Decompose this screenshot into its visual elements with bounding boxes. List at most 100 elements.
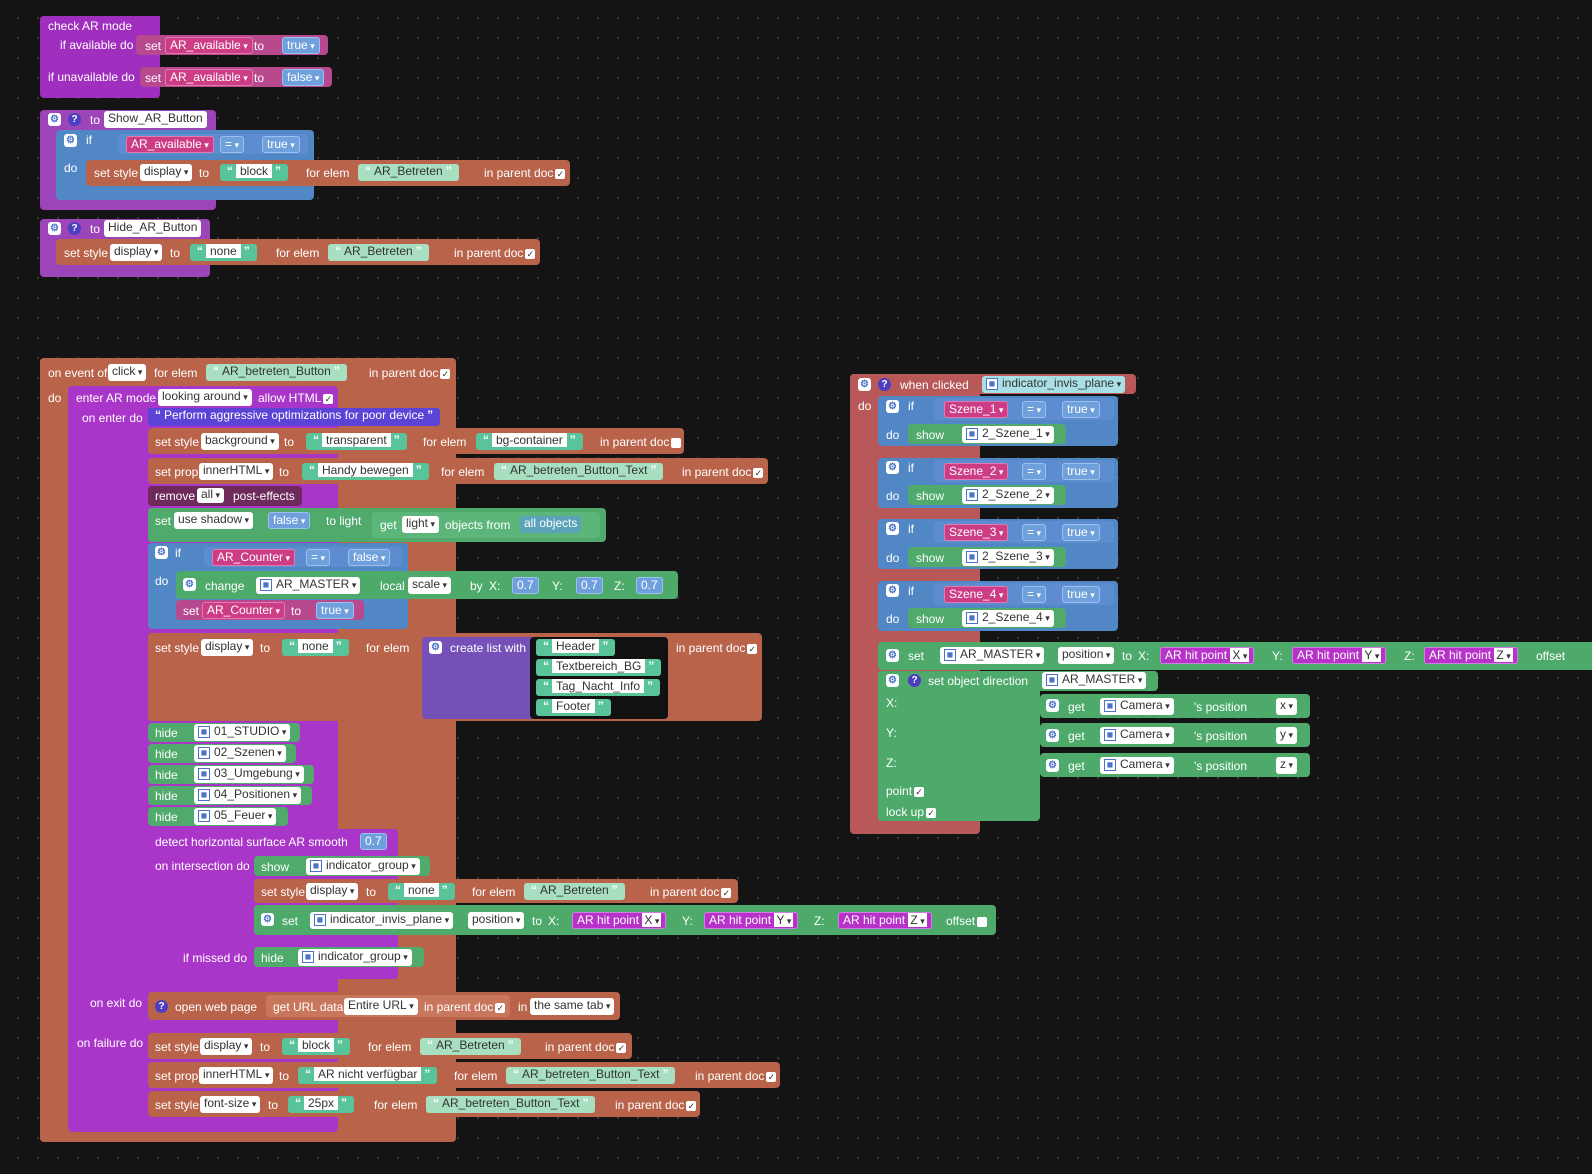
gear-icon[interactable]: ⚙ (155, 546, 168, 559)
string-block[interactable]: “AR_Betreten” (328, 244, 429, 261)
axis-dropdown[interactable]: x (1276, 698, 1298, 715)
lockup-checkbox[interactable]: lock up✓ (886, 805, 937, 819)
gear-icon[interactable]: ⚙ (858, 378, 871, 391)
object-dropdown[interactable]: ◼AR_MASTER (940, 647, 1045, 664)
ar-available-var[interactable]: AR_available (165, 69, 253, 86)
camera-dropdown[interactable]: ◼Camera (1100, 698, 1174, 715)
all-objects-block[interactable]: all objects (520, 516, 582, 533)
hit-point-y[interactable]: AR hit point Y (704, 912, 799, 929)
display-prop[interactable]: display (306, 883, 359, 900)
group-dropdown[interactable]: ◼2_Szene_3 (962, 549, 1054, 566)
prop-dropdown[interactable]: innerHTML (199, 1067, 274, 1084)
help-icon[interactable]: ? (68, 113, 81, 126)
display-prop[interactable]: display (201, 639, 254, 656)
ar-counter-var[interactable]: AR_Counter (202, 602, 286, 619)
string-block[interactable]: “AR_Betreten” (358, 164, 459, 181)
help-icon[interactable]: ? (908, 674, 921, 687)
true-value[interactable]: true (1062, 586, 1100, 603)
group-dropdown[interactable]: ◼2_Szene_2 (962, 487, 1054, 504)
display-prop[interactable]: display (200, 1038, 253, 1055)
scene-var[interactable]: Szene_3 (944, 524, 1009, 541)
string-block[interactable]: “AR_Betreten” (420, 1038, 521, 1055)
gear-icon[interactable]: ⚙ (48, 113, 61, 126)
hit-point-x[interactable]: AR hit point X (572, 912, 667, 929)
true-value[interactable]: true (262, 136, 300, 153)
equals-op[interactable]: = (1022, 524, 1047, 541)
hit-point-z[interactable]: AR hit point Z (838, 912, 932, 929)
object-dropdown[interactable]: ◼AR_MASTER (256, 577, 361, 594)
target-dropdown[interactable]: the same tab (530, 998, 615, 1015)
string-block[interactable]: “AR nicht verfügbar” (298, 1067, 438, 1084)
event-type-dropdown[interactable]: click (108, 364, 147, 381)
string-block[interactable]: “25px” (288, 1096, 355, 1113)
help-icon[interactable]: ? (68, 222, 81, 235)
string-block[interactable]: “none” (282, 639, 349, 656)
true-value[interactable]: true (1062, 524, 1100, 541)
prop-dropdown[interactable]: background (201, 433, 279, 450)
string-block[interactable]: “none” (190, 244, 257, 261)
list-item[interactable]: “Header” (536, 639, 616, 656)
comment-block[interactable]: “Perform aggressive optimizations for po… (148, 408, 441, 426)
string-block[interactable]: “bg-container” (476, 433, 583, 450)
equals-op[interactable]: = (220, 136, 245, 153)
light-dropdown[interactable]: light (402, 516, 440, 533)
list-item[interactable]: “Textbereich_BG” (536, 659, 662, 676)
display-prop[interactable]: display (140, 164, 193, 181)
false-value[interactable]: false (282, 69, 325, 86)
gear-icon[interactable]: ⚙ (183, 578, 196, 591)
camera-dropdown[interactable]: ◼Camera (1100, 727, 1174, 744)
gear-icon[interactable]: ⚙ (1046, 699, 1059, 712)
true-value[interactable]: true (1062, 401, 1100, 418)
group-dropdown[interactable]: ◼2_Szene_4 (962, 610, 1054, 627)
smooth-value[interactable]: 0.7 (360, 833, 387, 850)
scene-var[interactable]: Szene_2 (944, 463, 1009, 480)
ar-mode-dropdown[interactable]: looking around (158, 389, 252, 406)
proc-name-field[interactable]: Show_AR_Button (104, 111, 207, 128)
gear-icon[interactable]: ⚙ (1046, 729, 1059, 742)
gear-icon[interactable]: ⚙ (886, 461, 899, 474)
url-part-dropdown[interactable]: Entire URL (344, 998, 418, 1015)
string-block[interactable]: “block” (220, 164, 289, 181)
scale-dropdown[interactable]: scale (408, 577, 452, 594)
gear-icon[interactable]: ⚙ (886, 649, 899, 662)
gear-icon[interactable]: ⚙ (886, 400, 899, 413)
z-value[interactable]: 0.7 (636, 577, 663, 594)
string-block[interactable]: “AR_Betreten” (524, 883, 625, 900)
scene-var[interactable]: Szene_4 (944, 586, 1009, 603)
axis-dropdown[interactable]: y (1276, 727, 1298, 744)
group-dropdown[interactable]: ◼05_Feuer (194, 808, 277, 825)
hit-point-x[interactable]: AR hit point X (1160, 647, 1255, 664)
use-shadow-dropdown[interactable]: use shadow (174, 512, 254, 529)
group-dropdown[interactable]: ◼01_STUDIO (194, 724, 291, 741)
object-dropdown[interactable]: ◼indicator_invis_plane (310, 912, 454, 929)
position-dropdown[interactable]: position (1058, 647, 1115, 664)
string-block[interactable]: “block” (282, 1038, 351, 1055)
all-dropdown[interactable]: all (197, 488, 225, 503)
false-value[interactable]: false (268, 512, 311, 529)
remove-post-effects-block[interactable] (148, 486, 302, 506)
object-dropdown[interactable]: ◼indicator_invis_plane (982, 376, 1126, 393)
object-dropdown[interactable]: ◼AR_MASTER (1042, 672, 1147, 689)
string-block[interactable]: “transparent” (306, 433, 407, 450)
gear-icon[interactable]: ⚙ (886, 522, 899, 535)
help-icon[interactable]: ? (155, 1000, 168, 1013)
group-dropdown[interactable]: ◼04_Positionen (194, 787, 302, 804)
help-icon[interactable]: ? (878, 378, 891, 391)
position-dropdown[interactable]: position (468, 912, 525, 929)
group-dropdown[interactable]: ◼02_Szenen (194, 745, 286, 762)
true-value[interactable]: true (282, 37, 320, 54)
fontsize-prop[interactable]: font-size (200, 1096, 261, 1113)
hit-point-z[interactable]: AR hit point Z (1424, 647, 1518, 664)
gear-icon[interactable]: ⚙ (886, 584, 899, 597)
get-camera-block[interactable] (1040, 723, 1310, 747)
x-value[interactable]: 0.7 (512, 577, 539, 594)
equals-op[interactable]: = (1022, 586, 1047, 603)
group-dropdown[interactable]: ◼indicator_group (298, 949, 412, 966)
gear-icon[interactable]: ⚙ (48, 222, 61, 235)
list-item[interactable]: “Tag_Nacht_Info” (536, 679, 661, 696)
display-prop[interactable]: display (110, 244, 163, 261)
camera-dropdown[interactable]: ◼Camera (1100, 757, 1174, 774)
list-item[interactable]: “Footer” (536, 699, 611, 716)
prop-dropdown[interactable]: innerHTML (199, 463, 274, 480)
ar-available-var[interactable]: AR_available (126, 136, 214, 153)
